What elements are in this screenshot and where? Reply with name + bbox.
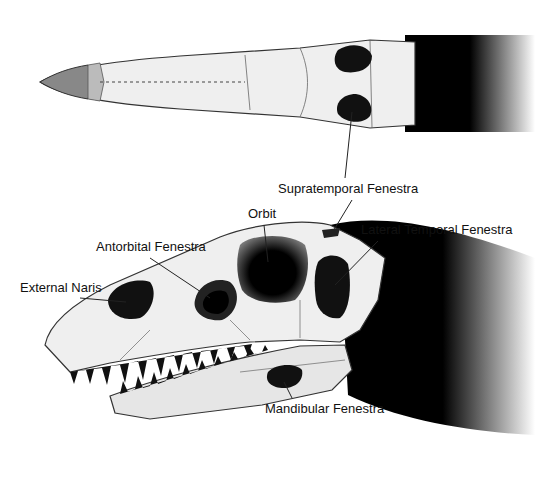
fenestra-top-upper	[335, 45, 372, 72]
neck	[405, 35, 535, 132]
leader-line	[150, 258, 210, 298]
part-label: Supratemporal Fenestra	[278, 181, 418, 197]
top-view	[40, 35, 535, 132]
orbit	[237, 236, 308, 303]
antorbital-fenestra	[195, 280, 237, 320]
part-label: External Naris	[20, 280, 102, 296]
skull-top	[40, 40, 415, 128]
fenestra-top-lower	[337, 94, 371, 122]
leader-line	[284, 382, 292, 398]
side-view	[45, 220, 535, 435]
sutures	[245, 40, 372, 128]
part-label: Orbit	[248, 206, 276, 222]
antorbital-inner	[203, 290, 229, 314]
part-label: Antorbital Fenestra	[96, 239, 206, 255]
leader-line	[264, 225, 268, 262]
leader-line	[80, 298, 126, 302]
leader-line	[332, 200, 352, 233]
part-label: Mandibular Fenestra	[265, 401, 384, 417]
supratemporal-opening	[322, 228, 340, 238]
lower-teeth	[120, 345, 268, 394]
leader-lines	[80, 112, 378, 398]
leader-line	[335, 241, 378, 285]
leader-line	[345, 112, 352, 178]
lateral-temporal-fenestra	[315, 255, 350, 318]
mandibular-fenestra	[267, 365, 302, 388]
external-naris	[108, 281, 154, 320]
part-label: Lateral Temporal Fenestra	[361, 222, 513, 238]
midline	[100, 82, 245, 83]
snout-tip	[40, 65, 92, 99]
